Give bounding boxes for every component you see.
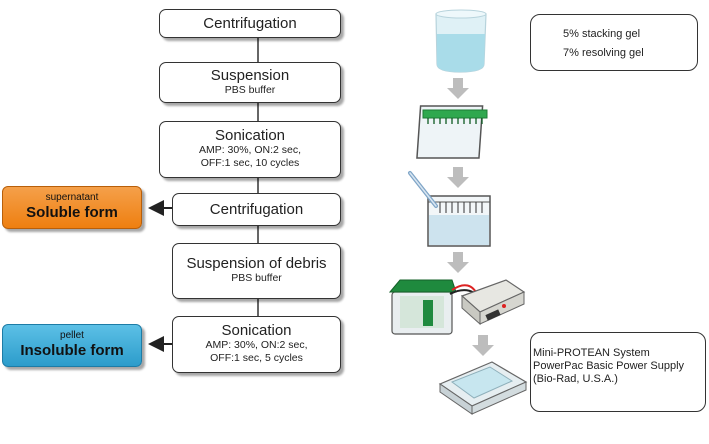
step-sonication-2: Sonication AMP: 30%, ON:2 sec, OFF:1 sec… bbox=[172, 316, 341, 373]
gel-info-box: 5% stacking gel 7% resolving gel bbox=[530, 14, 698, 71]
tag-title: Soluble form bbox=[26, 204, 118, 221]
gel-tube-icon bbox=[435, 9, 487, 73]
step-detail-1: AMP: 30%, ON:2 sec, bbox=[198, 144, 302, 156]
step-detail-1: AMP: 30%, ON:2 sec, bbox=[205, 339, 308, 351]
step-title: Centrifugation bbox=[209, 201, 304, 218]
soluble-form-tag: supernatant Soluble form bbox=[2, 186, 142, 229]
gel-tray-icon bbox=[438, 361, 528, 415]
step-subtitle: PBS buffer bbox=[224, 84, 276, 96]
tag-title: Insoluble form bbox=[20, 342, 124, 359]
step-title: Suspension bbox=[210, 67, 290, 84]
resolving-gel-label: 7% resolving gel bbox=[563, 47, 644, 59]
gray-down-arrow-icon bbox=[472, 335, 494, 356]
step-sonication-1: Sonication AMP: 30%, ON:2 sec, OFF:1 sec… bbox=[159, 121, 341, 178]
manufacturer: (Bio-Rad, U.S.A.) bbox=[533, 373, 618, 385]
gel-step-arrows bbox=[447, 78, 494, 356]
step-title: Suspension of debris bbox=[186, 255, 327, 272]
gray-down-arrow-icon bbox=[447, 78, 469, 99]
gray-down-arrow-icon bbox=[447, 252, 469, 273]
step-detail-2: OFF:1 sec, 10 cycles bbox=[200, 157, 300, 169]
step-detail-2: OFF:1 sec, 5 cycles bbox=[210, 352, 303, 364]
step-centrifugation-2: Centrifugation bbox=[172, 193, 341, 226]
insoluble-form-tag: pellet Insoluble form bbox=[2, 324, 142, 367]
electrophoresis-apparatus-icon bbox=[388, 279, 483, 335]
power-supply-name: PowerPac Basic Power Supply bbox=[533, 360, 685, 372]
step-title: Sonication bbox=[214, 127, 286, 144]
step-centrifugation-1: Centrifugation bbox=[159, 9, 341, 38]
step-subtitle: PBS buffer bbox=[231, 272, 282, 284]
system-info-box: Mini-PROTEAN System PowerPac Basic Power… bbox=[530, 332, 706, 412]
step-title: Sonication bbox=[221, 322, 292, 339]
tag-caption: pellet bbox=[60, 330, 84, 341]
gray-down-arrow-icon bbox=[447, 167, 469, 188]
step-suspension: Suspension PBS buffer bbox=[159, 62, 341, 103]
stacking-gel-label: 5% stacking gel bbox=[563, 28, 641, 40]
gel-loading-icon bbox=[408, 171, 491, 247]
step-title: Centrifugation bbox=[203, 15, 297, 32]
gel-cassette-icon bbox=[416, 105, 488, 159]
system-name: Mini-PROTEAN System bbox=[533, 347, 650, 359]
power-supply-icon bbox=[460, 279, 526, 326]
tag-caption: supernatant bbox=[45, 192, 99, 203]
step-suspension-debris: Suspension of debris PBS buffer bbox=[172, 243, 341, 299]
